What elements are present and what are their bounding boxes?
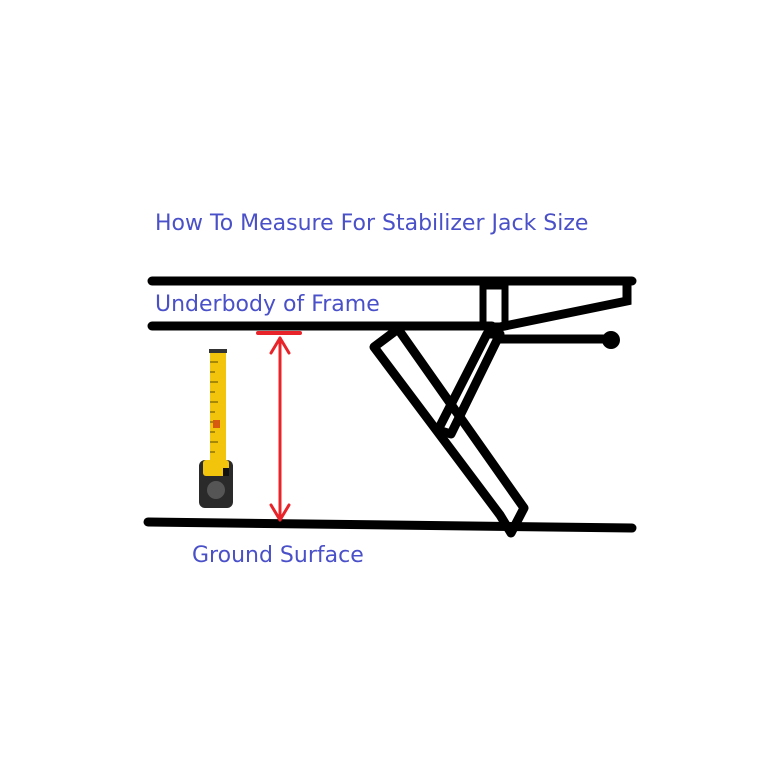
tape-case-lock — [223, 468, 229, 476]
jack-strut — [433, 329, 505, 439]
arrow-head-bottom — [269, 503, 291, 522]
tape-blade-marker — [213, 420, 220, 428]
double-headed-arrow-icon — [256, 331, 302, 522]
crank-handle-knob — [602, 331, 620, 349]
tape-hook — [209, 349, 227, 353]
frame-label: Underbody of Frame — [155, 292, 380, 317]
jack-lower-leg — [369, 324, 529, 538]
tape-blade-ticks — [210, 361, 218, 453]
ground-line — [143, 517, 637, 533]
arrow-head-top — [269, 336, 291, 355]
tape-case-top — [203, 460, 229, 476]
jack-mount-block — [479, 282, 509, 330]
ground-label: Ground Surface — [192, 543, 364, 568]
tape-measure-icon — [199, 349, 233, 508]
stabilizer-jack — [369, 324, 529, 538]
frame-rail — [147, 276, 637, 334]
tape-case-hub — [207, 481, 225, 499]
diagram-title: How To Measure For Stabilizer Jack Size — [155, 211, 589, 236]
frame-end-bracket — [485, 276, 632, 334]
